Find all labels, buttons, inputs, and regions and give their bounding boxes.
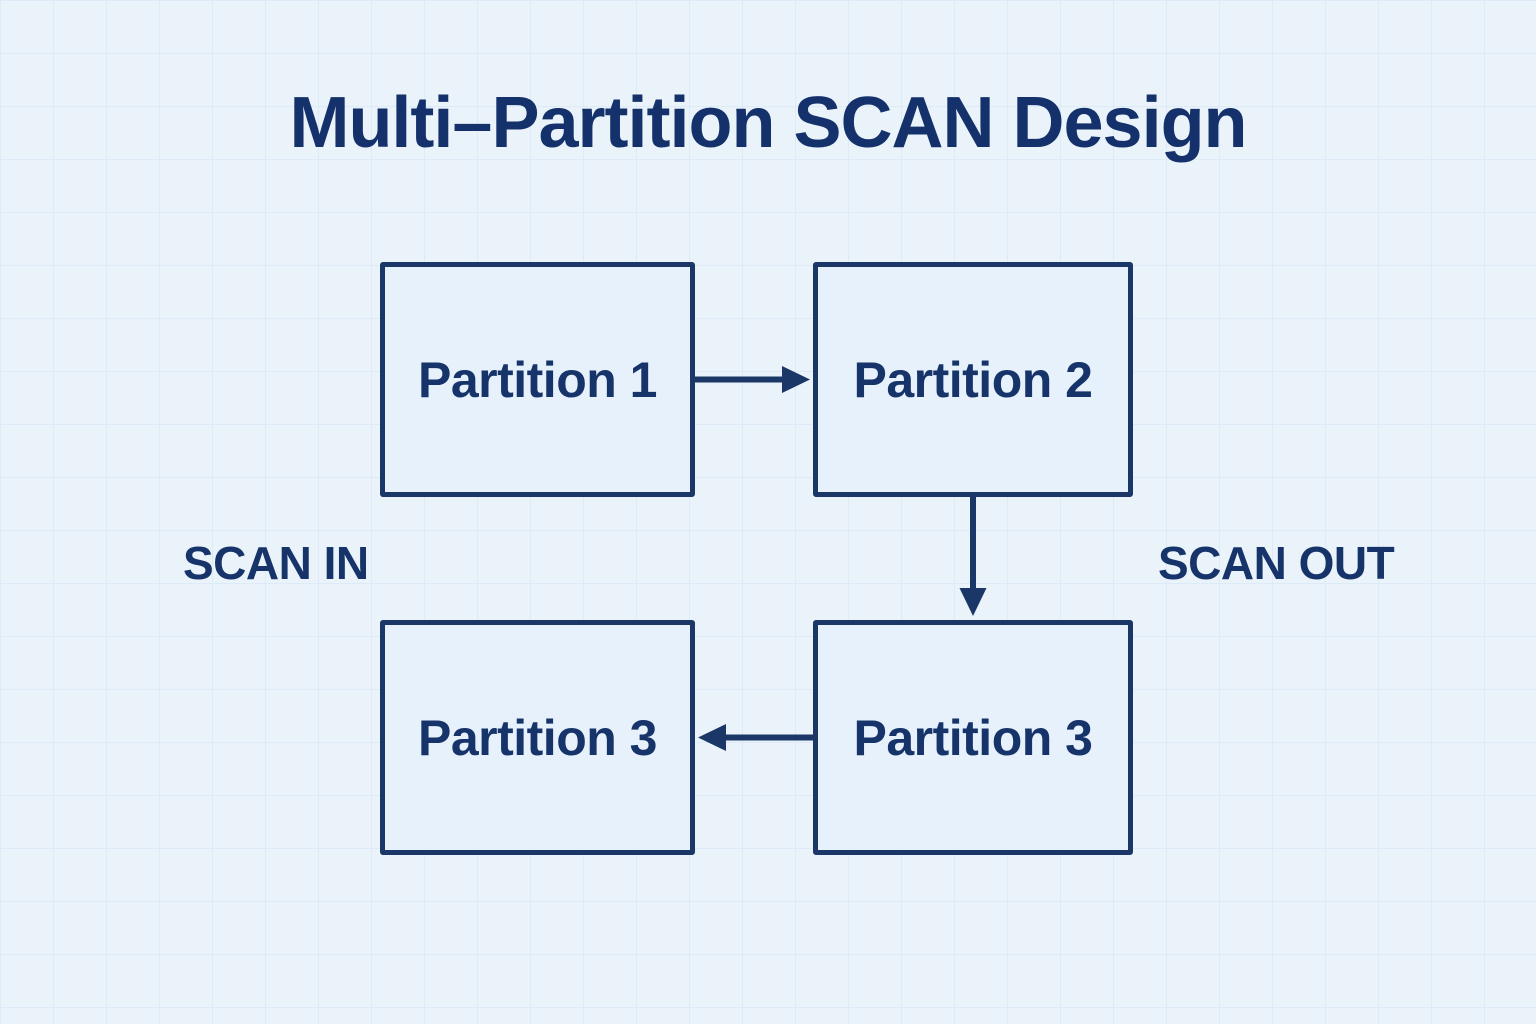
node-partition-3-left-label: Partition 3 xyxy=(418,709,657,766)
node-partition-2: Partition 2 xyxy=(813,262,1133,497)
page-title: Multi–Partition SCAN Design xyxy=(289,83,1247,163)
node-partition-2-label: Partition 2 xyxy=(853,351,1093,408)
node-partition-1: Partition 1 xyxy=(380,262,695,497)
arrow-partition1-to-partition2-icon xyxy=(695,366,810,393)
node-partition-3-right-label: Partition 3 xyxy=(853,709,1093,766)
node-partition-3-left: Partition 3 xyxy=(380,620,695,855)
node-partition-1-label: Partition 1 xyxy=(418,351,657,408)
arrow-partition3-right-to-partition3-left-icon xyxy=(698,724,813,751)
scan-out-label: SCAN OUT xyxy=(1158,537,1395,589)
node-partition-3-right: Partition 3 xyxy=(813,620,1133,855)
arrow-partition2-to-partition3-right-icon xyxy=(959,497,987,616)
scan-in-label: SCAN IN xyxy=(183,537,369,589)
